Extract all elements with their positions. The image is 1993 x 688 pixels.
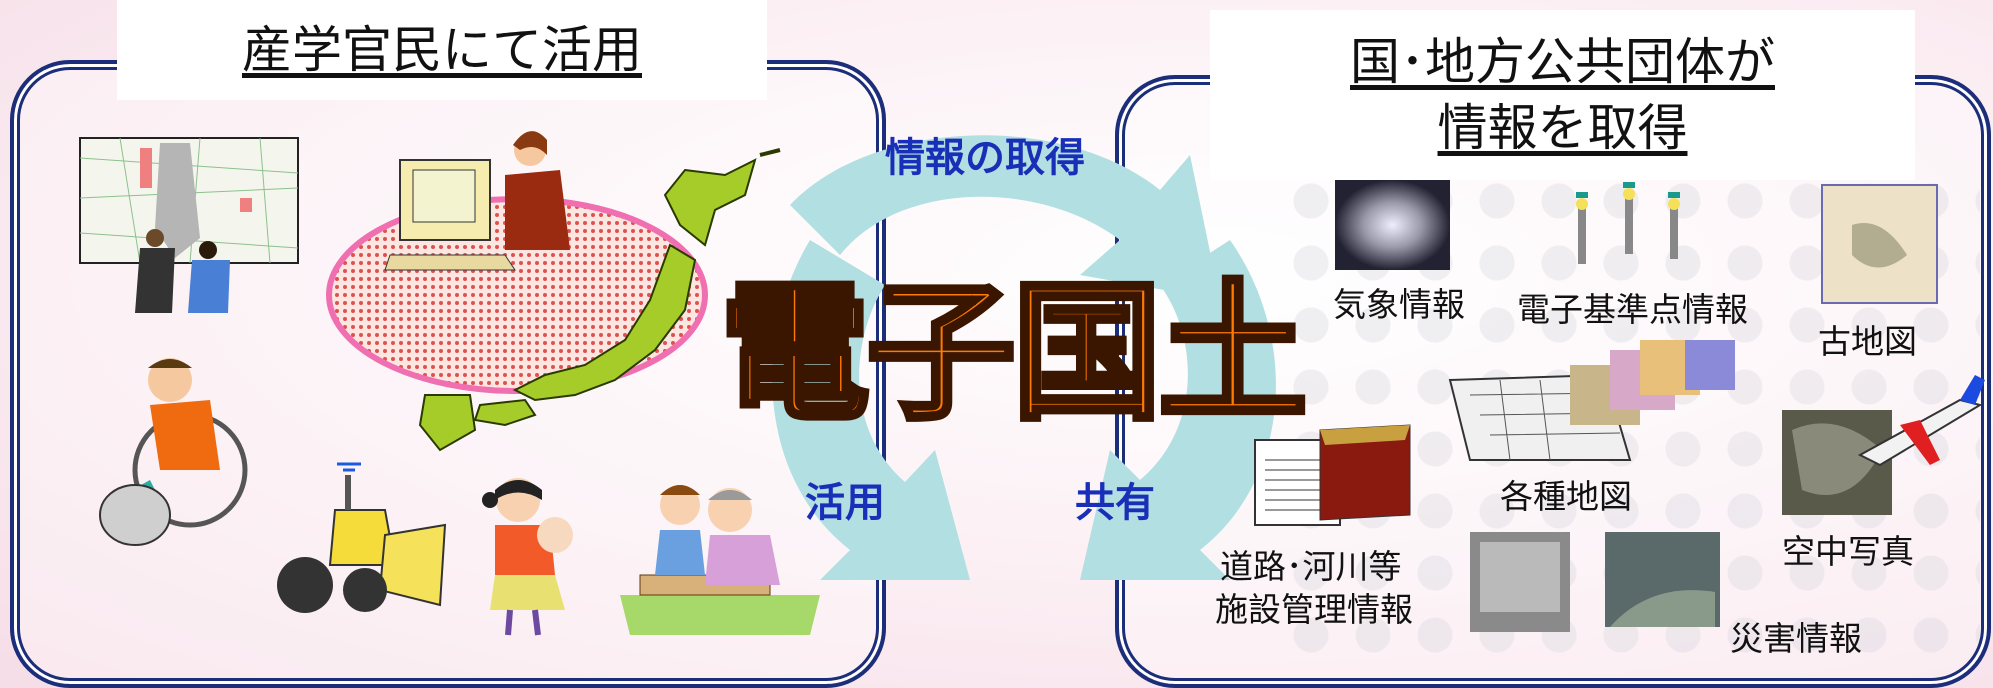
right-title-line2: 情報を取得 (1437, 99, 1688, 157)
cycle-arrows (772, 135, 1276, 580)
map-meeting-clipart (79, 137, 299, 313)
old-map-photo (1821, 184, 1938, 304)
various-maps-photo (1448, 340, 1735, 461)
japan-map (418, 148, 781, 452)
computer-user-clipart (384, 131, 570, 271)
aerial-photo (1782, 410, 1892, 515)
cycle-label-share: 共有 (1075, 480, 1155, 526)
mother-baby-clipart (482, 478, 573, 636)
disaster-photo (1470, 532, 1720, 632)
left-panel-title: 産学官民にて活用 (117, 0, 767, 100)
elderly-care-clipart (620, 485, 820, 635)
cycle-label-use: 活用 (805, 480, 885, 526)
label-gnss: 電子基準点情報 (1517, 290, 1748, 329)
label-facility-2: 施設管理情報 (1215, 590, 1413, 629)
label-facility-1: 道路･河川等 (1220, 547, 1402, 586)
label-old-map: 古地図 (1818, 322, 1917, 361)
center-title: 電子国土 (717, 265, 1310, 444)
left-panel-title-text: 産学官民にて活用 (242, 21, 642, 79)
balance-sheet-clipart (1254, 424, 1411, 526)
label-aerial: 空中写真 (1782, 532, 1914, 571)
right-title-line1: 国･地方公共団体が (1350, 33, 1775, 91)
airplane-icon (1857, 375, 1985, 467)
label-maps: 各種地図 (1500, 477, 1632, 516)
right-panel-title: 国･地方公共団体が 情報を取得 (1210, 10, 1915, 180)
gnss-station-icon (1576, 182, 1680, 264)
wheelchair-user-clipart (99, 358, 248, 546)
cycle-label-acquire: 情報の取得 (885, 135, 1085, 181)
typhoon-satellite-photo (1335, 180, 1450, 270)
label-disaster: 災害情報 (1730, 619, 1862, 658)
snowplow-clipart (277, 462, 447, 613)
label-weather: 気象情報 (1333, 285, 1465, 324)
